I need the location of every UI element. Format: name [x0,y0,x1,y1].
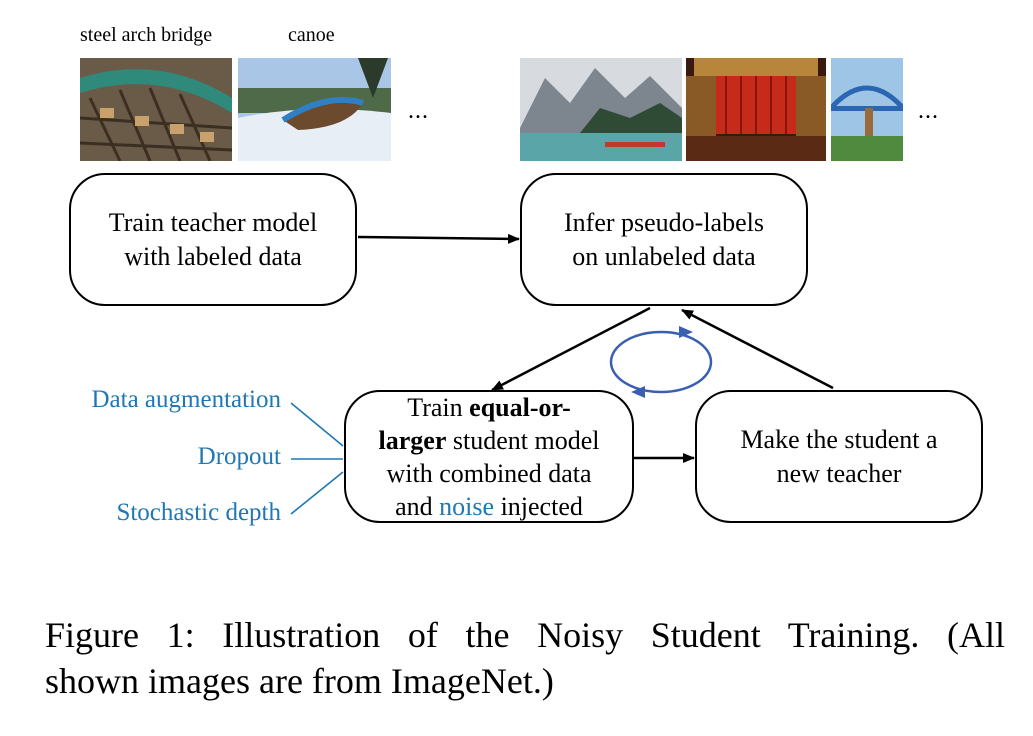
mountain-lake-image [520,58,682,161]
figure-caption: Figure 1: Illustration of the Noisy Stud… [45,612,1005,704]
student-line3: with combined data [386,458,592,488]
noise-dropout: Dropout [197,443,281,470]
more-unlabeled-images-ellipsis: ... [918,98,939,124]
new-teacher-line1: Make the student a [740,424,938,454]
student-line4-injected: injected [494,491,583,521]
arrow-infer-to-student [491,306,651,392]
student-bold-equal-or: equal-or- [469,392,571,422]
train-student-box: Train equal-or- larger student model wit… [344,390,634,523]
train-teacher-line1: Train teacher model [108,207,318,237]
image-label-canoe: canoe [288,24,335,46]
noise-stochastic-depth: Stochastic depth [116,499,281,526]
image-label-steel-arch-bridge: steel arch bridge [80,24,213,46]
arrow-new-teacher-to-infer [681,308,834,390]
noise-connectors [290,402,344,515]
caption-line1: Figure 1: Illustration of the Noisy Stud… [45,615,1005,655]
blue-bridge-image [831,58,903,161]
new-teacher-line2: new teacher [776,458,902,488]
more-labeled-images-ellipsis: ... [408,98,429,124]
infer-line2: on unlabeled data [572,241,756,271]
cycle-icon [609,326,713,398]
canoe-image [238,58,391,161]
new-teacher-box: Make the student a new teacher [695,390,983,523]
theater-stage-image [686,58,826,161]
steel-arch-bridge-image [80,58,232,161]
student-line4-and: and [395,491,440,521]
student-noise-word: noise [439,491,495,521]
student-bold-larger: larger [378,425,447,455]
arrow-teacher-to-infer [357,233,520,244]
caption-line2: shown images are from ImageNet.) [45,661,554,701]
infer-line1: Infer pseudo-labels [564,207,764,237]
train-teacher-line2: with labeled data [124,241,302,271]
student-line1-text: Train [407,392,470,422]
train-teacher-box: Train teacher model with labeled data [69,173,357,306]
infer-pseudo-labels-box: Infer pseudo-labels on unlabeled data [520,173,808,306]
student-line2-text: student model [446,425,600,455]
noise-data-augmentation: Data augmentation [91,386,281,413]
